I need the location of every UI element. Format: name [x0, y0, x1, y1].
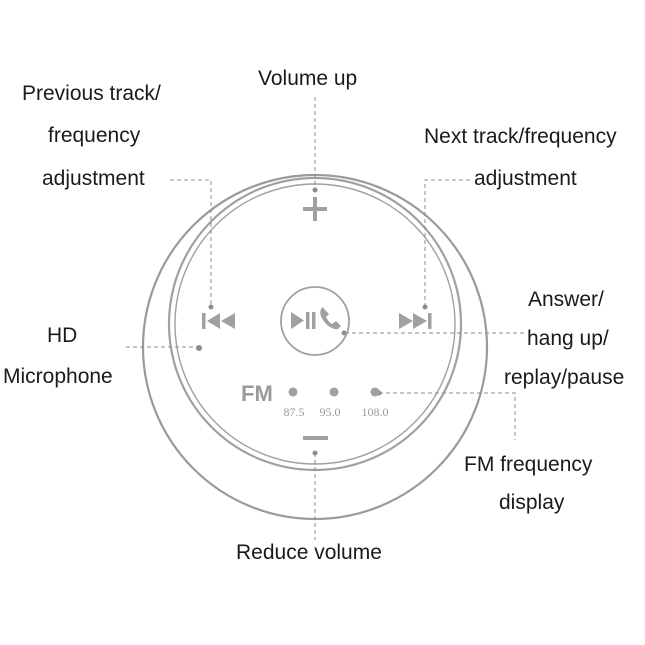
- previous-track-icon: [202, 313, 235, 329]
- label-fm-display-line2: display: [499, 491, 565, 514]
- label-previous-track-line2: frequency: [48, 124, 141, 147]
- fm-frequency-1: 87.5: [284, 405, 305, 419]
- label-previous-track-line3: adjustment: [42, 167, 145, 190]
- play-pause-button-ring: [280, 286, 350, 356]
- label-reduce-volume: Reduce volume: [236, 541, 382, 564]
- fm-label: FM: [241, 381, 273, 406]
- label-volume-up: Volume up: [258, 67, 358, 90]
- label-fm-display-line1: FM frequency: [464, 453, 593, 476]
- label-answer-line3: replay/pause: [504, 366, 625, 389]
- phone-handset-icon: [320, 307, 341, 330]
- fm-frequency-3: 108.0: [362, 405, 389, 419]
- volume-up-icon: [303, 197, 327, 221]
- next-track-icon: [399, 313, 432, 329]
- label-next-track-line2: adjustment: [474, 167, 577, 190]
- label-answer-line2: hang up/: [527, 327, 609, 350]
- label-answer-line1: Answer/: [528, 288, 604, 311]
- leader-dots: [196, 187, 428, 456]
- label-hd: HD: [47, 324, 78, 347]
- label-next-track-line1: Next track/frequency: [424, 125, 617, 148]
- label-previous-track-line1: Previous track/: [22, 82, 161, 105]
- label-microphone: Microphone: [3, 365, 113, 388]
- fm-indicator-dots: [288, 387, 380, 397]
- leader-lines: [126, 97, 525, 540]
- play-pause-icon: [291, 312, 316, 329]
- volume-down-icon: [303, 436, 328, 440]
- fm-frequency-2: 95.0: [320, 405, 341, 419]
